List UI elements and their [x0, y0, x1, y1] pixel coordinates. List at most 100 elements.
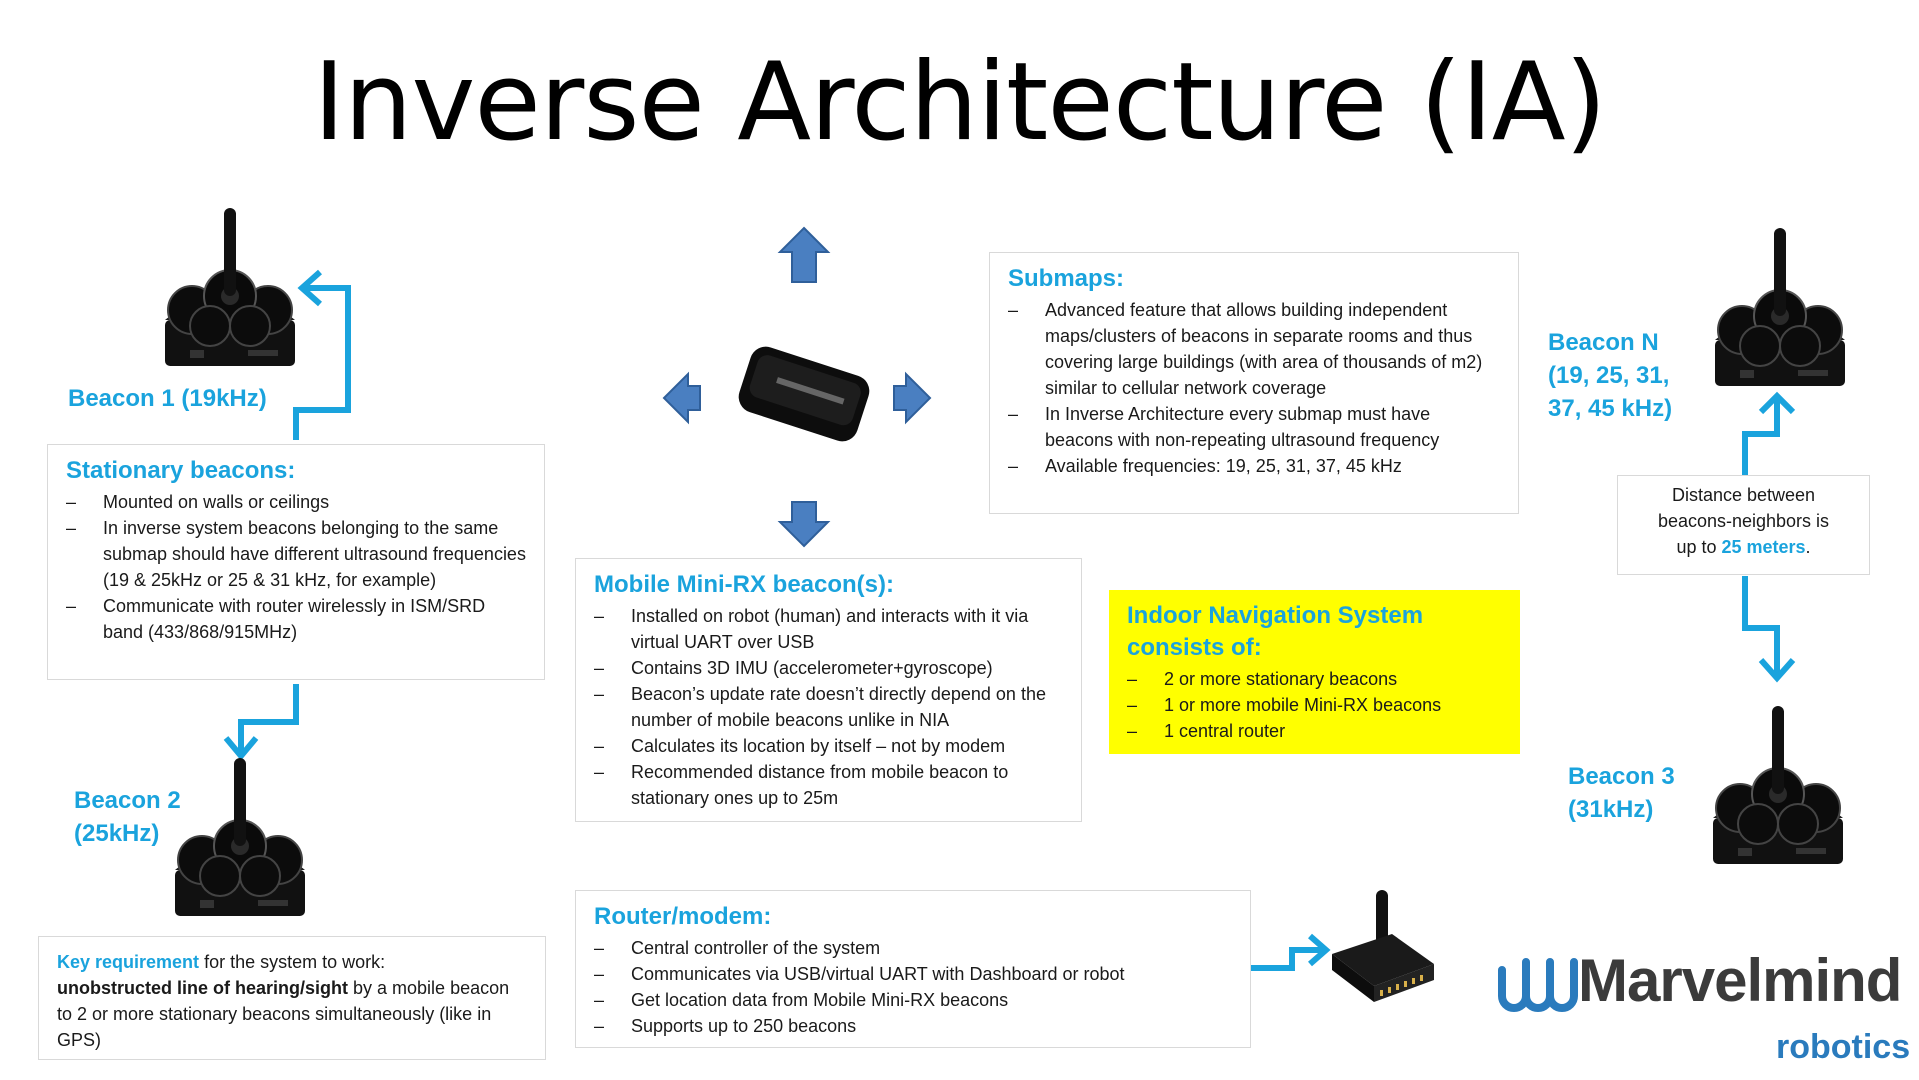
list-item-text: Get location data from Mobile Mini-RX be… [631, 990, 1009, 1010]
list-item: – In Inverse Architecture every submap mu… [1008, 401, 1500, 453]
dash-bullet: – [594, 684, 605, 704]
dash-bullet: – [1008, 404, 1019, 424]
list-item-text: Recommended distance from mobile beacon … [631, 762, 1009, 808]
list-item-text: Communicate with router wirelessly in IS… [103, 596, 486, 642]
distance-line2: beacons-neighbors is [1657, 511, 1830, 531]
list-item-text: Communicates via USB/virtual UART with D… [631, 964, 1125, 984]
list-item-text: In Inverse Architecture every submap mus… [1045, 404, 1440, 450]
list-item: – Calculates its location by itself – not… [594, 733, 1063, 759]
logo-name: Marvelmind [1578, 947, 1902, 1014]
direction-arrows [662, 226, 932, 548]
list-item: – 2 or more stationary beacons [1127, 666, 1502, 692]
list-item: – In inverse system beacons belonging to … [66, 515, 526, 593]
dash-bullet: – [594, 736, 605, 756]
dash-bullet: – [594, 606, 605, 626]
list-item-text: 2 or more stationary beacons [1164, 669, 1398, 689]
beacon-N-device [1714, 227, 1846, 387]
beacon-N-label-line1: Beacon N [1548, 329, 1659, 356]
list-item: – 1 central router [1127, 718, 1502, 744]
mobile-heading: Mobile Mini-RX beacon(s): [594, 571, 894, 598]
connector-router [1250, 933, 1331, 971]
list-item: – Get location data from Mobile Mini-RX b… [594, 987, 1232, 1013]
dash-bullet: – [1008, 456, 1019, 476]
key-requirement-bold: unobstructed line of hearing/sight [57, 978, 349, 998]
list-item: – Central controller of the system [594, 935, 1232, 961]
list-item-text: Calculates its location by itself – not … [631, 736, 1006, 756]
list-item-text: Installed on robot (human) and interacts… [631, 606, 1029, 652]
beacon-1-device [164, 207, 296, 367]
key-requirement-text-2: by a mobile beacon to 2 or more stationa… [57, 978, 510, 1050]
distance-note: Distance between beacons-neighbors is up… [1617, 475, 1870, 575]
list-item: – Beacon’s update rate doesn’t directly d… [594, 681, 1063, 733]
marvelmind-logo: Marvelmind robotics [1492, 947, 1912, 1080]
distance-line1: Distance between [1671, 485, 1816, 505]
beacon-N-label-line2: (19, 25, 31, [1548, 362, 1670, 389]
list-item-text: Available frequencies: 19, 25, 31, 37, 4… [1045, 456, 1402, 476]
beacon-3-label: Beacon 3 (31kHz) [1568, 760, 1675, 826]
submaps-box: Submaps: – Advanced feature that allows b… [989, 252, 1519, 514]
dash-bullet: – [594, 658, 605, 678]
logo-sub: robotics [1776, 1028, 1911, 1066]
submaps-heading: Submaps: [1008, 265, 1125, 292]
connector-beacon2 [223, 684, 299, 761]
list-item: – Communicates via USB/virtual UART with … [594, 961, 1232, 987]
distance-line3: up to 25 meters. [1628, 534, 1859, 560]
beacon-3-label-line1: Beacon 3 [1568, 763, 1675, 790]
dash-bullet: – [1127, 695, 1138, 715]
dash-bullet: – [594, 964, 605, 984]
list-item-text: In inverse system beacons belonging to t… [103, 518, 526, 590]
beacon-2-label-line2: (25kHz) [74, 820, 160, 847]
list-item: – Recommended distance from mobile beacon… [594, 759, 1063, 811]
beacon-1-label: Beacon 1 (19kHz) [68, 385, 267, 412]
key-requirement-text-1: for the system to work: [199, 952, 386, 972]
list-item: – Available frequencies: 19, 25, 31, 37, … [1008, 453, 1500, 479]
page-title: Inverse Architecture (IA) [313, 40, 1607, 165]
list-item: – Supports up to 250 beacons [594, 1013, 1232, 1039]
dash-bullet: – [594, 938, 605, 958]
dash-bullet: – [66, 596, 77, 616]
beacon-2-label-line1: Beacon 2 [74, 787, 181, 814]
list-item: – Advanced feature that allows building i… [1008, 297, 1500, 401]
distance-line3-post: . [1805, 537, 1811, 557]
list-item-text: Contains 3D IMU (accelerometer+gyroscope… [631, 658, 993, 678]
list-item-text: Advanced feature that allows building in… [1045, 300, 1483, 398]
list-item: – Communicate with router wirelessly in I… [66, 593, 526, 645]
list-item-text: 1 central router [1164, 721, 1286, 741]
router-box: Router/modem: – Central controller of the… [575, 890, 1251, 1048]
router-device [1332, 890, 1434, 1002]
dash-bullet: – [594, 1016, 605, 1036]
dash-bullet: – [594, 762, 605, 782]
ins-heading: Indoor Navigation System consists of: [1127, 602, 1424, 661]
list-item: – Contains 3D IMU (accelerometer+gyroscop… [594, 655, 1063, 681]
connector-beaconN [1742, 391, 1796, 476]
dash-bullet: – [1127, 669, 1138, 689]
connector-beacon3 [1742, 576, 1796, 683]
beacon-3-label-line2: (31kHz) [1568, 796, 1654, 823]
dash-bullet: – [66, 518, 77, 538]
list-item: –Mounted on walls or ceilings [66, 489, 526, 515]
dash-bullet: – [594, 990, 605, 1010]
list-item-text: Supports up to 250 beacons [631, 1016, 857, 1036]
logo-mark-icon [1498, 958, 1578, 1012]
dash-bullet: – [1127, 721, 1138, 741]
beacon-N-label: Beacon N (19, 25, 31, 37, 45 kHz) [1548, 326, 1672, 425]
list-item: – 1 or more mobile Mini-RX beacons [1127, 692, 1502, 718]
list-item: – Installed on robot (human) and interact… [594, 603, 1063, 655]
list-item-text: Beacon’s update rate doesn’t directly de… [631, 684, 1046, 730]
distance-highlight: 25 meters [1721, 537, 1806, 557]
list-item-text: 1 or more mobile Mini-RX beacons [1164, 695, 1442, 715]
router-heading: Router/modem: [594, 903, 772, 930]
list-item-text: Central controller of the system [631, 938, 881, 958]
list-item-text: Mounted on walls or ceilings [103, 492, 330, 512]
beacon-3-device [1712, 705, 1844, 865]
key-requirement-lead: Key requirement [57, 952, 200, 972]
dash-bullet: – [1008, 300, 1019, 320]
distance-line3-pre: up to [1676, 537, 1722, 557]
stationary-beacons-box: Stationary beacons: –Mounted on walls or… [47, 444, 545, 680]
mobile-beacons-box: Mobile Mini-RX beacon(s): – Installed on … [575, 558, 1082, 822]
beacon-2-device [174, 757, 306, 917]
beacon-2-label: Beacon 2 (25kHz) [74, 784, 181, 850]
beacon-N-label-line3: 37, 45 kHz) [1548, 395, 1673, 422]
mini-rx-device [738, 346, 870, 442]
